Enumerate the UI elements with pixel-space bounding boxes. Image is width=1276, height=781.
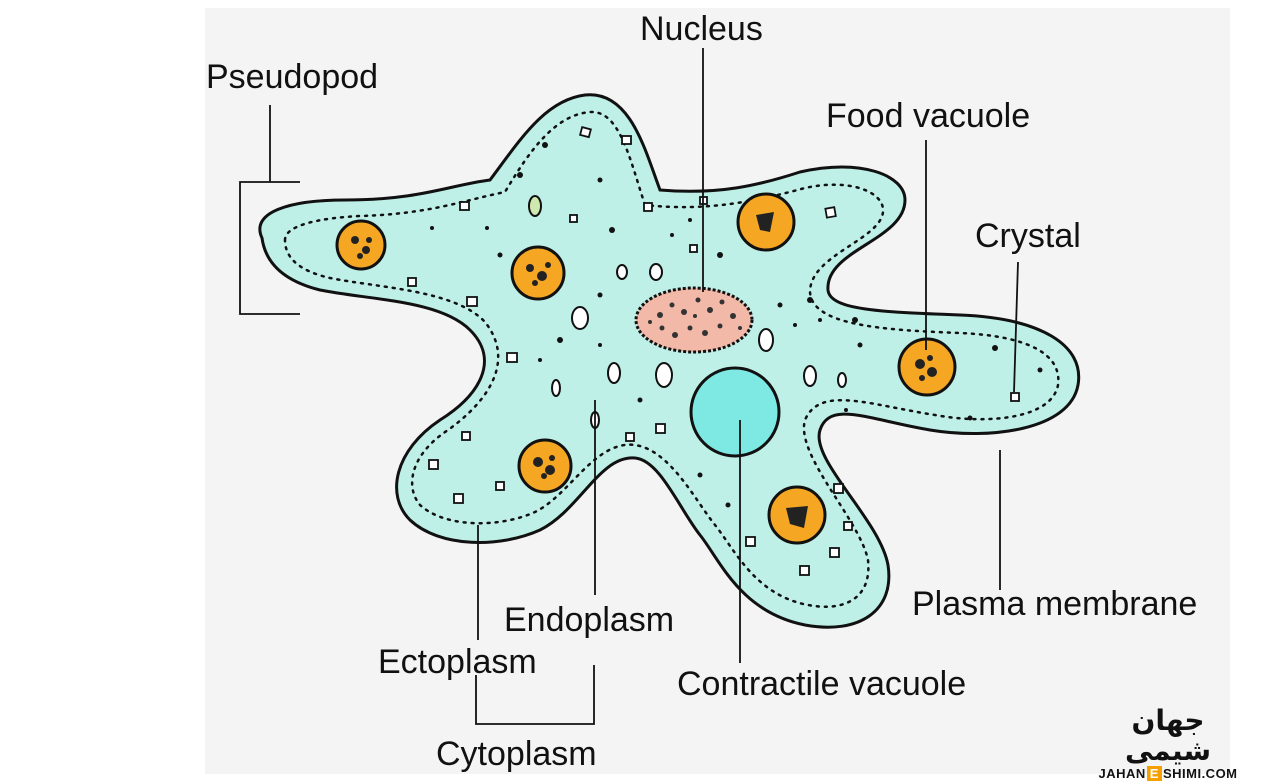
- label-plasma-membrane: Plasma membrane: [912, 585, 1198, 623]
- contractile-vacuole: [689, 366, 781, 458]
- label-nucleus: Nucleus: [640, 10, 763, 48]
- food-vacuole: [517, 438, 573, 494]
- cytoplasm-bracket: [475, 665, 595, 725]
- food-vacuole: [897, 337, 957, 397]
- crystal-leader: [1013, 261, 1019, 393]
- label-crystal: Crystal: [975, 217, 1081, 255]
- label-contractile-vacuole: Contractile vacuole: [677, 665, 967, 703]
- label-endoplasm: Endoplasm: [504, 601, 675, 639]
- crystals: [407, 125, 1020, 576]
- nucleus-granules: [648, 297, 742, 338]
- label-cytoplasm: Cytoplasm: [436, 735, 597, 773]
- ectoplasm-boundary: [283, 110, 1060, 608]
- organelles: [528, 195, 847, 429]
- label-pseudopod: Pseudopod: [206, 58, 379, 96]
- label-ectoplasm: Ectoplasm: [378, 643, 537, 681]
- cytoplasm-dots: [430, 142, 1043, 508]
- pseudopod-bracket: [239, 105, 300, 315]
- food-vacuole: [335, 219, 387, 271]
- nucleus: [634, 286, 754, 354]
- watermark-persian: جهان شیمی: [1124, 704, 1212, 767]
- label-food-vacuole: Food vacuole: [826, 97, 1031, 135]
- leader-lines: [239, 48, 1019, 725]
- food-particles: [351, 212, 937, 528]
